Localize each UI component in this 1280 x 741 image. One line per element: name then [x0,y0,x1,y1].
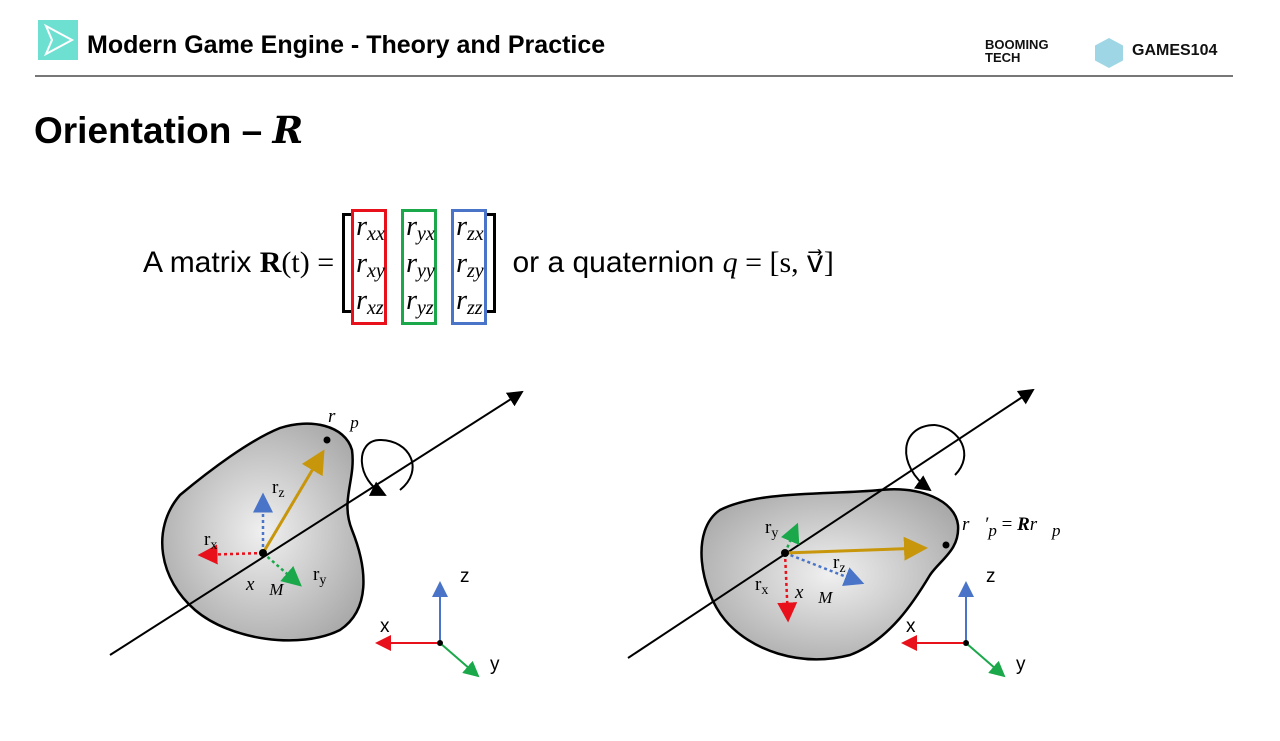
matrix-entry: rzz [456,284,483,319]
right-diagram: r⃗′p = Rr⃗p ry rx rz x⃗M z x y [627,388,1060,678]
matrix-entry: rzy [456,247,484,282]
quaternion-symbol: q [722,245,738,279]
svg-text:rx: rx [204,529,217,553]
svg-text:r⃗′p = Rr⃗p: r⃗′p = Rr⃗p [962,514,1060,540]
rotation-axis-left [109,390,524,656]
left-diagram: r⃗p rz rx ry x⃗M z x y [109,390,524,678]
matrix-symbol: R [259,245,282,279]
course-title: Modern Game Engine - Theory and Practice [87,31,606,59]
equation-middle: or a quaternion [504,245,723,279]
r-p-vector-left [261,449,325,554]
svg-text:z: z [460,566,470,587]
course-logo-icon [38,20,78,60]
svg-text:rz: rz [833,552,846,576]
brand-tech: TECH [985,50,1021,65]
matrix-entry: ryx [406,210,435,245]
svg-text:ry: ry [765,517,778,541]
quaternion-rhs: = [s, v⃗] [737,246,834,279]
svg-text:rx: rx [755,574,768,598]
matrix-entry: rxx [356,210,385,245]
matrix-entry: rxy [356,247,385,282]
booming-tech-logo: BOOMING TECH [985,38,1049,64]
matrix-arg: (t) = [281,245,335,279]
svg-text:rz: rz [272,477,285,501]
svg-text:z: z [986,566,996,587]
brand-booming: BOOMING [985,37,1049,52]
svg-text:r⃗p: r⃗p [328,406,359,432]
rigid-body-left [160,422,365,642]
matrix-entry: rxz [356,284,384,319]
r-p-vector-right [784,536,928,561]
slide-title-text: Orientation – [34,110,273,151]
svg-text:x⃗M: x⃗M [245,574,284,599]
svg-text:x⃗M: x⃗M [794,582,833,607]
rotation-axis-right [627,388,1035,659]
matrix-entry: ryz [406,284,434,319]
slide-title: Orientation – R [34,108,303,152]
svg-text:x: x [906,616,916,637]
header-divider [35,75,1233,77]
svg-text:y: y [1016,654,1026,675]
equation-prefix: A matrix [143,245,260,279]
svg-text:ry: ry [313,564,326,588]
games104-logo: GAMES104 [1132,42,1218,59]
ry-axis-left [262,552,302,587]
svg-text:y: y [490,654,500,675]
rx-axis-left [197,544,264,565]
svg-text:x: x [380,616,390,637]
rigid-body-right [700,488,960,661]
matrix-entry: ryy [406,247,435,282]
slide-title-symbol: R [272,108,304,152]
matrix-entry: rzx [456,210,484,245]
rotation-arrow-right [905,424,936,492]
rotation-arrow-left [360,439,387,496]
